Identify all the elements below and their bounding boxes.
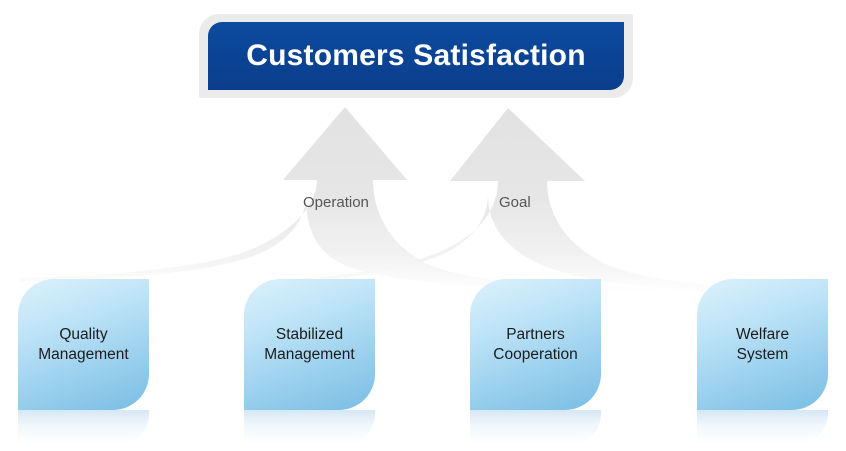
goal-banner-label: Customers Satisfaction [246,39,586,72]
foundation-box-label: Quality Management [38,325,129,363]
foundation-box-quality-management[interactable]: Quality Management [18,279,149,410]
operation-arrow-label: Operation [303,194,369,211]
goal-banner[interactable]: Customers Satisfaction [208,22,624,90]
foundation-box-stabilized-management[interactable]: Stabilized Management [244,279,375,410]
goal-arrow-label: Goal [499,194,531,211]
foundation-box-reflection [244,410,375,444]
foundation-box-reflection [18,410,149,444]
foundation-box-label: Welfare System [735,325,790,363]
foundation-box-reflection [470,410,601,444]
foundation-box-label: Stabilized Management [264,325,355,363]
foundation-box-reflection [697,410,828,444]
foundation-box-partners-cooperation[interactable]: Partners Cooperation [470,279,601,410]
foundation-box-label: Partners Cooperation [493,325,578,363]
foundation-box-welfare-system[interactable]: Welfare System [697,279,828,410]
